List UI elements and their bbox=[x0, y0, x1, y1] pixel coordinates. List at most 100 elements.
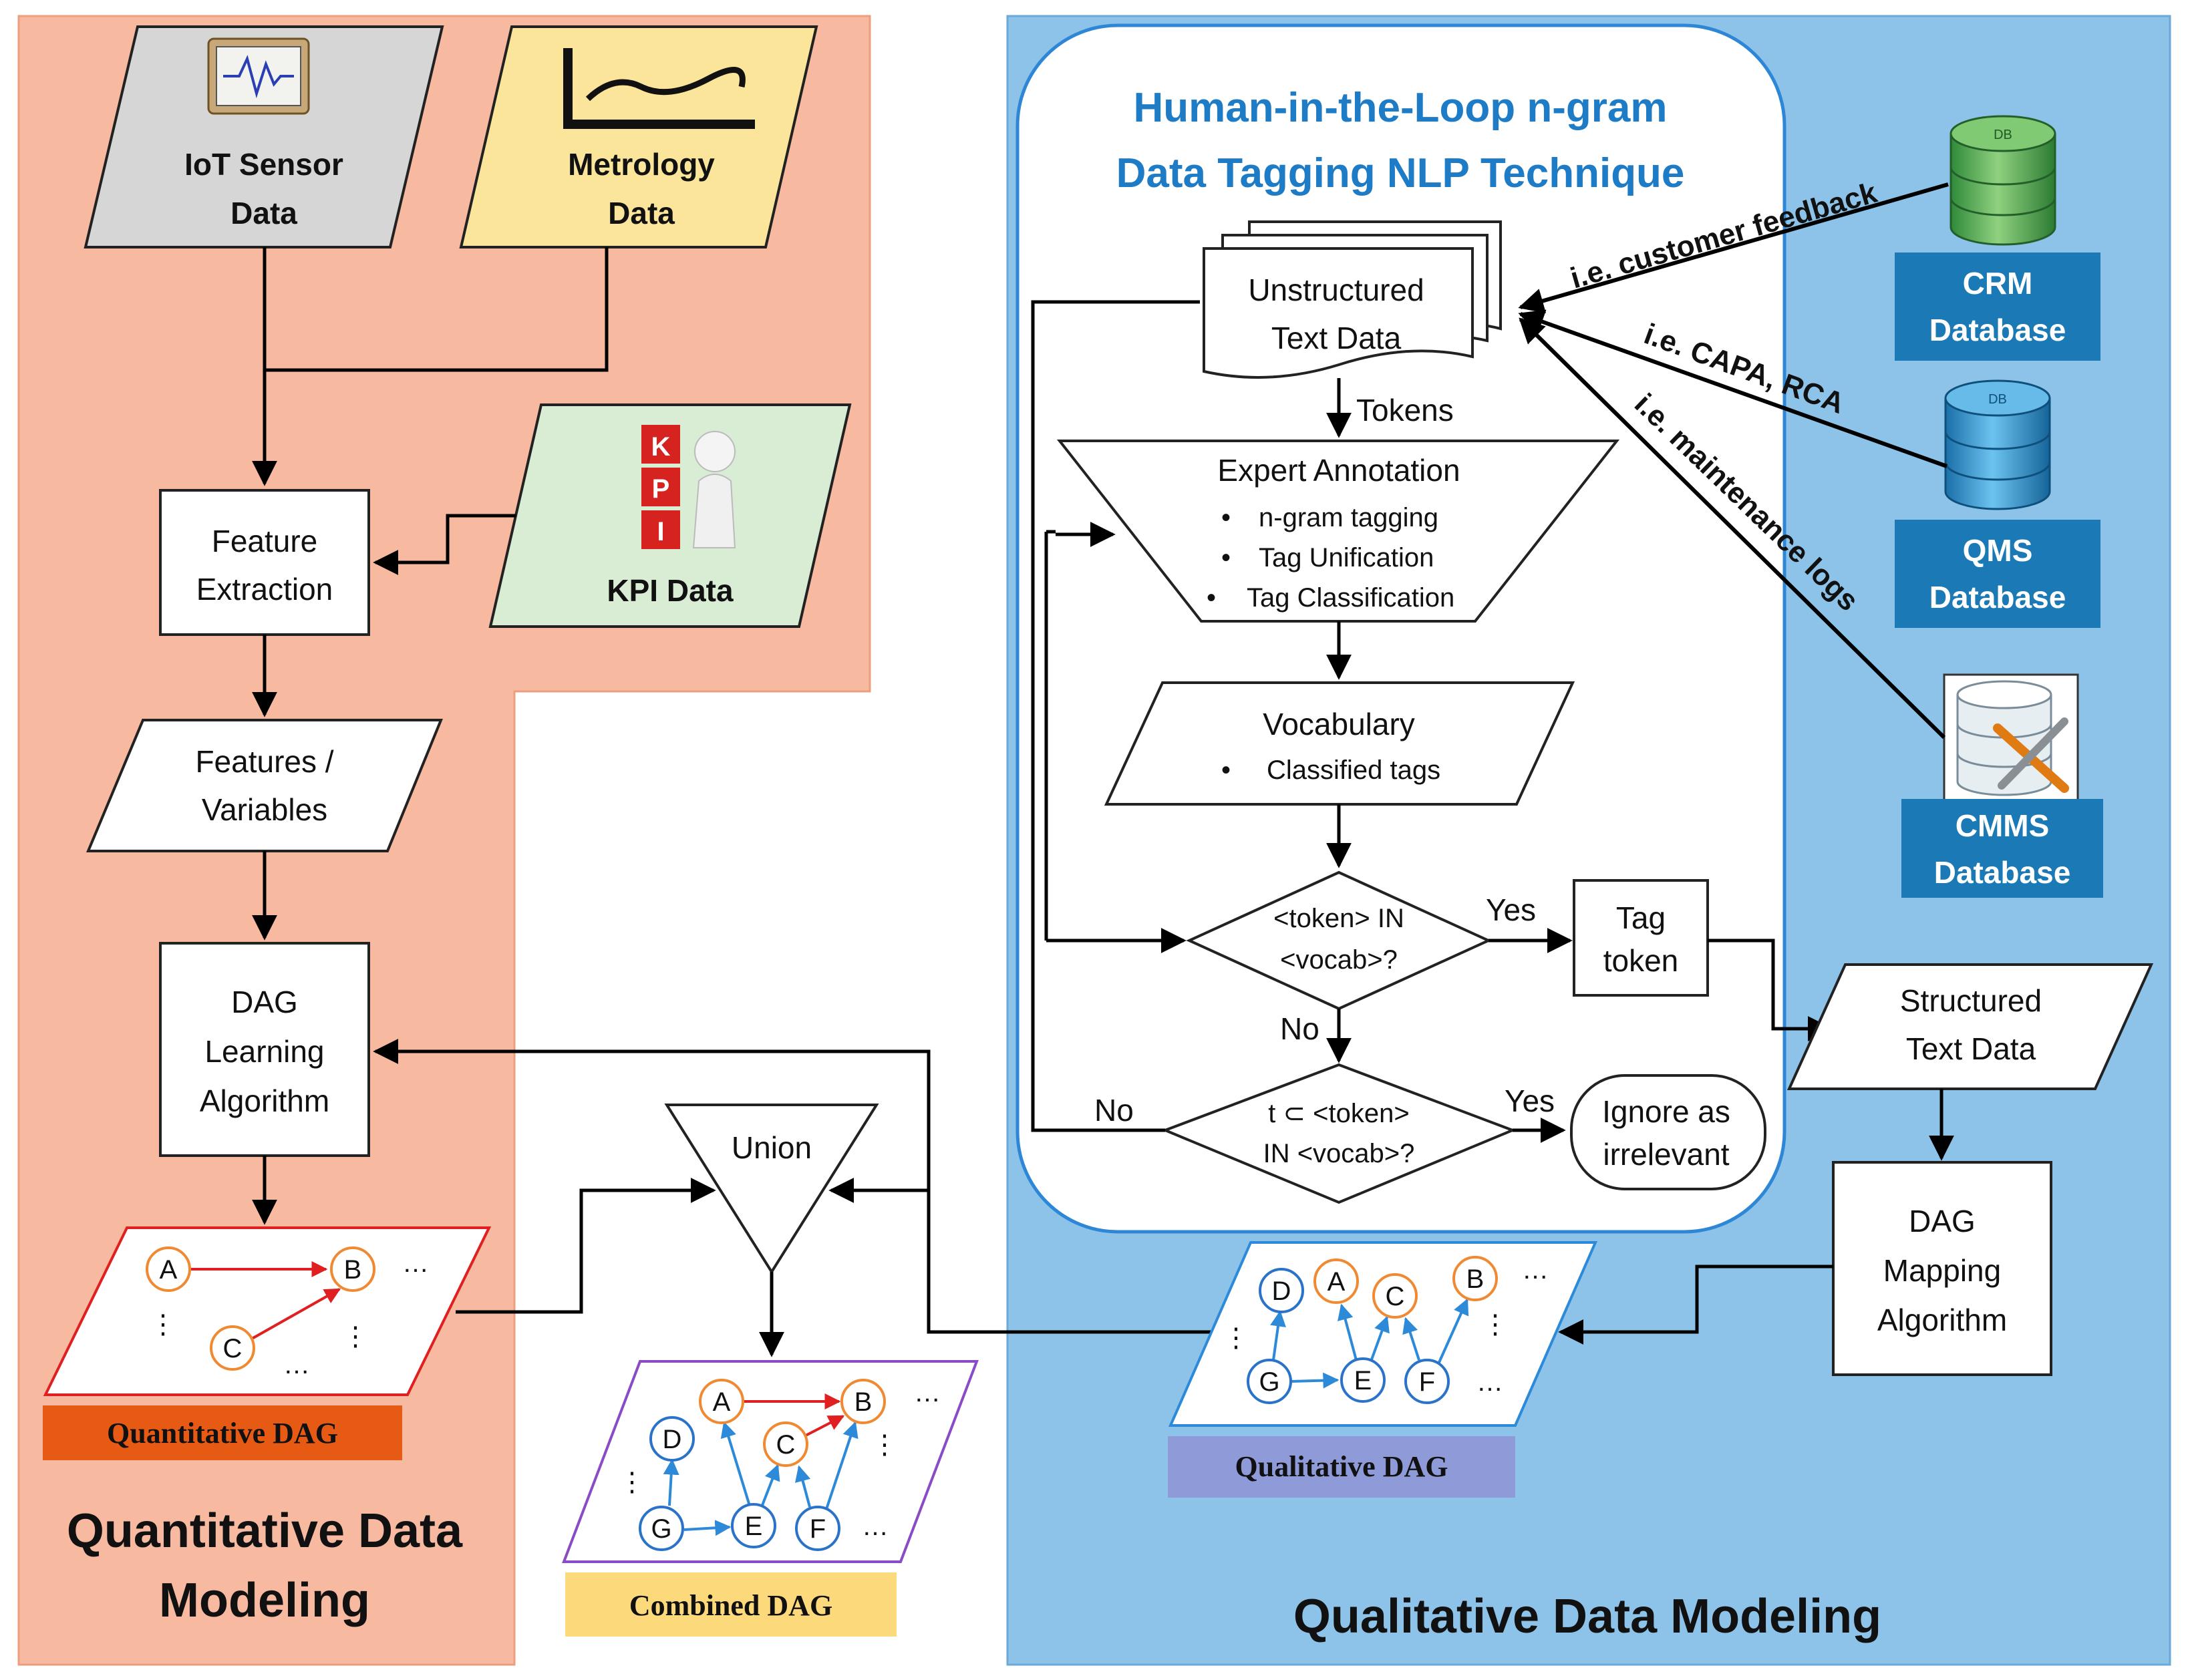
dag-ellipsis: … bbox=[1522, 1255, 1549, 1285]
bullet: • bbox=[1221, 503, 1231, 532]
dag-node-c-label: C bbox=[1386, 1282, 1405, 1311]
decision-subtoken-in-vocab: t ⊂ <token> IN <vocab>? bbox=[1161, 1063, 1517, 1204]
database-icon: DB bbox=[1944, 379, 2051, 510]
dag-node-e: E bbox=[1340, 1357, 1386, 1403]
qms-label-line1: QMS bbox=[1963, 533, 2033, 568]
dag-mapping-line2: Mapping bbox=[1883, 1253, 2001, 1288]
connector bbox=[373, 1039, 931, 1332]
dag-edge-c-b bbox=[247, 1288, 341, 1343]
vocab-bullet: Classified tags bbox=[1267, 755, 1440, 785]
dag-node-g: G bbox=[1247, 1359, 1292, 1404]
bullet: • bbox=[1221, 543, 1231, 572]
decision2-line1: t ⊂ <token> bbox=[1268, 1099, 1409, 1128]
no-label: No bbox=[1280, 1011, 1319, 1046]
expert-title: Expert Annotation bbox=[1217, 453, 1460, 488]
no-label: No bbox=[1094, 1093, 1134, 1128]
dag-vertical-ellipsis: ⋮ bbox=[619, 1468, 645, 1497]
dag-vertical-ellipsis: ⋮ bbox=[1223, 1323, 1249, 1353]
dag-node-d: D bbox=[649, 1416, 695, 1462]
structured-line2: Text Data bbox=[1906, 1031, 2036, 1066]
bullet: • bbox=[1221, 755, 1231, 785]
union-node: Union bbox=[664, 1104, 879, 1275]
feature-extraction-node: Feature Extraction bbox=[159, 489, 370, 636]
features-variables-node: Features / Variables bbox=[86, 719, 443, 852]
dag-vertical-ellipsis: ⋮ bbox=[150, 1310, 176, 1339]
cmms-label-line2: Database bbox=[1934, 855, 2071, 890]
expert-annotation-node: Expert Annotation • n-gram tagging • Tag… bbox=[1056, 440, 1620, 623]
dag-edge-c-b bbox=[804, 1415, 845, 1438]
dag-node-b: B bbox=[1452, 1256, 1498, 1301]
yes-label: Yes bbox=[1505, 1083, 1555, 1118]
kpi-label: KPI Data bbox=[607, 573, 734, 608]
kpi-data-node: K P I KPI Data bbox=[488, 403, 852, 628]
dag-node-a: A bbox=[146, 1246, 191, 1292]
kpi-cube-letter-i: I bbox=[657, 517, 664, 546]
crm-label-line1: CRM bbox=[1963, 266, 2033, 301]
dag-node-g-label: G bbox=[651, 1514, 671, 1544]
db-icon-label: DB bbox=[1994, 128, 2012, 142]
connector bbox=[1518, 182, 1949, 313]
dag-node-f-label: F bbox=[810, 1514, 826, 1544]
quantitative-dag: A B C … … ⋮ ⋮ bbox=[43, 1226, 492, 1396]
structured-text-data-node: Structured Text Data bbox=[1786, 963, 2154, 1090]
quantitative-panel-title-line1: Quantitative Data bbox=[67, 1504, 463, 1558]
ignore-line2: irrelevant bbox=[1603, 1137, 1729, 1172]
vocabulary-node: Vocabulary • Classified tags bbox=[1104, 681, 1575, 806]
tag-token-line1: Tag bbox=[1616, 900, 1666, 935]
yes-label: Yes bbox=[1486, 892, 1536, 927]
dag-node-c: C bbox=[1372, 1273, 1418, 1319]
dag-node-g-label: G bbox=[1259, 1367, 1279, 1397]
dag-edge-e-a bbox=[720, 1421, 751, 1506]
qualitative-panel-title: Qualitative Data Modeling bbox=[1293, 1590, 1881, 1643]
sensor-chip-icon bbox=[207, 37, 310, 115]
qms-label-line2: Database bbox=[1929, 580, 2066, 615]
expert-bullet-2: Tag Unification bbox=[1259, 543, 1434, 572]
feature-extraction-line1: Feature bbox=[212, 524, 318, 558]
qualitative-dag-label: Qualitative DAG bbox=[1235, 1450, 1448, 1483]
dag-node-f-label: F bbox=[1419, 1367, 1435, 1397]
expert-bullet-1: n-gram tagging bbox=[1259, 503, 1438, 532]
dag-edge-e-c bbox=[760, 1464, 780, 1508]
decision-token-in-vocab: <token> IN <vocab>? bbox=[1186, 870, 1492, 1011]
tag-token-line2: token bbox=[1603, 943, 1679, 978]
combined-dag-label: Combined DAG bbox=[629, 1589, 832, 1622]
qualitative-dag: D A C B G E F … … ⋮ ⋮ bbox=[1168, 1241, 1598, 1427]
decision1-line2: <vocab>? bbox=[1280, 945, 1398, 975]
dag-node-b-label: B bbox=[1466, 1265, 1485, 1294]
union-label: Union bbox=[732, 1130, 812, 1165]
dag-edge-e-c bbox=[1370, 1315, 1390, 1362]
combined-dag-label-bg bbox=[565, 1572, 897, 1637]
dag-node-e: E bbox=[731, 1503, 776, 1548]
dag-node-a: A bbox=[1313, 1258, 1359, 1304]
dag-node-c-label: C bbox=[776, 1430, 796, 1460]
bullet: • bbox=[1207, 583, 1216, 613]
connector bbox=[1031, 300, 1200, 1132]
connector bbox=[1708, 939, 1833, 1041]
database-icon: DB bbox=[1949, 115, 2056, 246]
dag-vertical-ellipsis: ⋮ bbox=[871, 1430, 898, 1460]
dag-vertical-ellipsis: ⋮ bbox=[1482, 1310, 1509, 1339]
decision2-line2: IN <vocab>? bbox=[1263, 1139, 1415, 1168]
connector bbox=[1519, 317, 1946, 739]
iot-sensor-data-node: IoT Sensor Data bbox=[84, 25, 444, 248]
dag-edge-e-a bbox=[1338, 1303, 1358, 1361]
database-tools-icon bbox=[1943, 673, 2079, 804]
ignore-line1: Ignore as bbox=[1602, 1094, 1730, 1129]
db-icon-label: DB bbox=[1988, 392, 2007, 407]
dag-node-g: G bbox=[639, 1506, 684, 1551]
dag-edge-g-d bbox=[663, 1458, 679, 1506]
connector bbox=[265, 247, 609, 372]
unstructured-line2: Text Data bbox=[1271, 321, 1402, 355]
combined-dag: D A C B G E F … … ⋮ ⋮ bbox=[562, 1360, 979, 1563]
dag-node-d-label: D bbox=[663, 1425, 682, 1454]
metrology-data-node: Metrology Data bbox=[459, 25, 818, 248]
features-line2: Variables bbox=[202, 792, 327, 827]
tag-token-node: Tag token bbox=[1573, 879, 1709, 997]
hitl-container bbox=[1016, 23, 1786, 1234]
dag-edge-f-c bbox=[1402, 1317, 1420, 1361]
dag-node-e-label: E bbox=[745, 1512, 763, 1541]
hitl-title-line1: Human-in-the-Loop n-gram bbox=[1133, 85, 1667, 131]
dag-node-b: B bbox=[840, 1379, 886, 1424]
ignore-irrelevant-node: Ignore as irrelevant bbox=[1570, 1074, 1766, 1190]
